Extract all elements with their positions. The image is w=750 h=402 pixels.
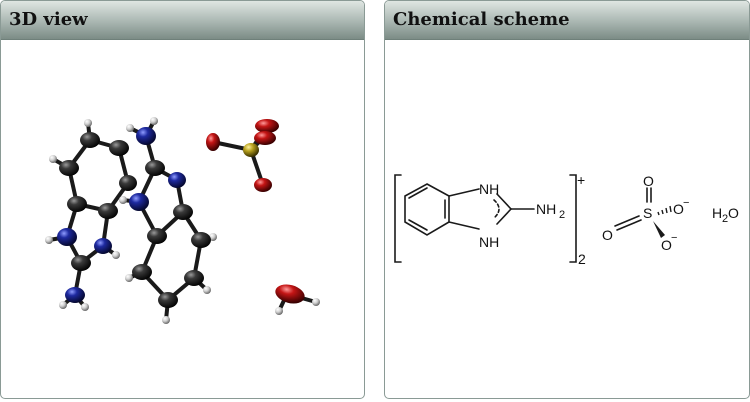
carbon-atom (119, 175, 137, 191)
hydrogen-atom (81, 303, 89, 311)
carbon-atom (191, 232, 211, 248)
label-cation-charge: + (577, 172, 585, 188)
water-oxygen-atom (275, 284, 305, 304)
nitrogen-atom (94, 238, 112, 254)
carbon-atom (67, 196, 87, 212)
label-water-h: H (712, 205, 722, 221)
panel-title: 3D view (9, 9, 88, 30)
label-oxygen-top: O (643, 173, 654, 189)
label-nh2: NH (536, 201, 556, 217)
hydrogen-atom (45, 236, 53, 244)
nitrogen-atom (129, 193, 149, 211)
nitrogen-atom (136, 127, 156, 145)
carbon-atom (173, 204, 193, 220)
hydrogen-atom (203, 286, 211, 294)
hydrogen-atom (119, 196, 127, 204)
panel-title: Chemical scheme (393, 9, 570, 30)
nitrogen-atom (168, 172, 186, 188)
hashed-bond (657, 205, 672, 216)
hydrogen-atom (112, 251, 120, 259)
molecule-3d-render (45, 117, 320, 324)
hydrogen-atom (126, 124, 134, 132)
hydrogen-atom (312, 298, 320, 306)
carbon-atom (132, 264, 152, 280)
oxygen-atom (254, 131, 276, 145)
wedge-bond (653, 221, 665, 238)
carbon-atom (109, 140, 129, 156)
scheme-labels: NH NH NH 2 + 2 S O O O − O − H 2 O (479, 172, 739, 267)
hydrogen-atom (150, 117, 158, 125)
carbon-atom (145, 160, 165, 176)
label-nh2-subscript: 2 (559, 209, 565, 221)
hydrogen-atom (49, 155, 57, 163)
hydrogen-atom (275, 307, 283, 315)
label-nh-bottom: NH (479, 234, 499, 250)
nitrogen-atom (65, 287, 85, 303)
panel-header (385, 1, 749, 40)
panel-header (1, 1, 364, 40)
label-oxygen-bottom-charge: − (671, 232, 677, 244)
label-oxygen-left: O (602, 227, 613, 243)
hydrogen-atom (209, 233, 217, 241)
chemical-scheme-drawing: NH NH NH 2 + 2 S O O O − O − H 2 O (394, 172, 739, 267)
label-water-subscript: 2 (722, 213, 728, 225)
label-oxygen-right: O (673, 201, 684, 217)
oxygen-atom (206, 133, 220, 151)
oxygen-atom (254, 178, 272, 192)
panel-3d-body (1, 40, 364, 398)
oxygen-atom (255, 119, 279, 133)
carbon-atom (147, 228, 167, 244)
sulfur-atom (243, 143, 259, 157)
carbon-atom (184, 270, 204, 286)
label-sulfur: S (643, 205, 652, 221)
label-water-o: O (728, 205, 739, 221)
hydrogen-atom (59, 301, 67, 309)
scheme-bonds (394, 174, 652, 263)
left-bracket (394, 174, 402, 263)
nitrogen-atom (57, 228, 77, 246)
label-oxygen-bottom: O (661, 237, 672, 253)
right-bracket (569, 174, 577, 263)
label-nh-top: NH (479, 181, 499, 197)
panel-scheme-body: NH NH NH 2 + 2 S O O O − O − H 2 O (385, 40, 749, 398)
carbon-atom (158, 292, 178, 308)
label-oxygen-right-charge: − (683, 197, 689, 209)
carbon-atom (71, 255, 91, 271)
hydrogen-atom (125, 274, 133, 282)
benzene-ring (404, 183, 450, 236)
carbon-atom (80, 132, 100, 148)
panel-chemical-scheme: Chemical scheme (384, 0, 750, 399)
hydrogen-atom (162, 316, 170, 324)
panel-3d-view: 3D view (0, 0, 365, 399)
carbon-atom (59, 160, 79, 176)
carbon-atom (98, 203, 118, 219)
atoms (45, 117, 320, 324)
label-multiplier: 2 (578, 251, 586, 267)
hydrogen-atom (84, 119, 92, 127)
